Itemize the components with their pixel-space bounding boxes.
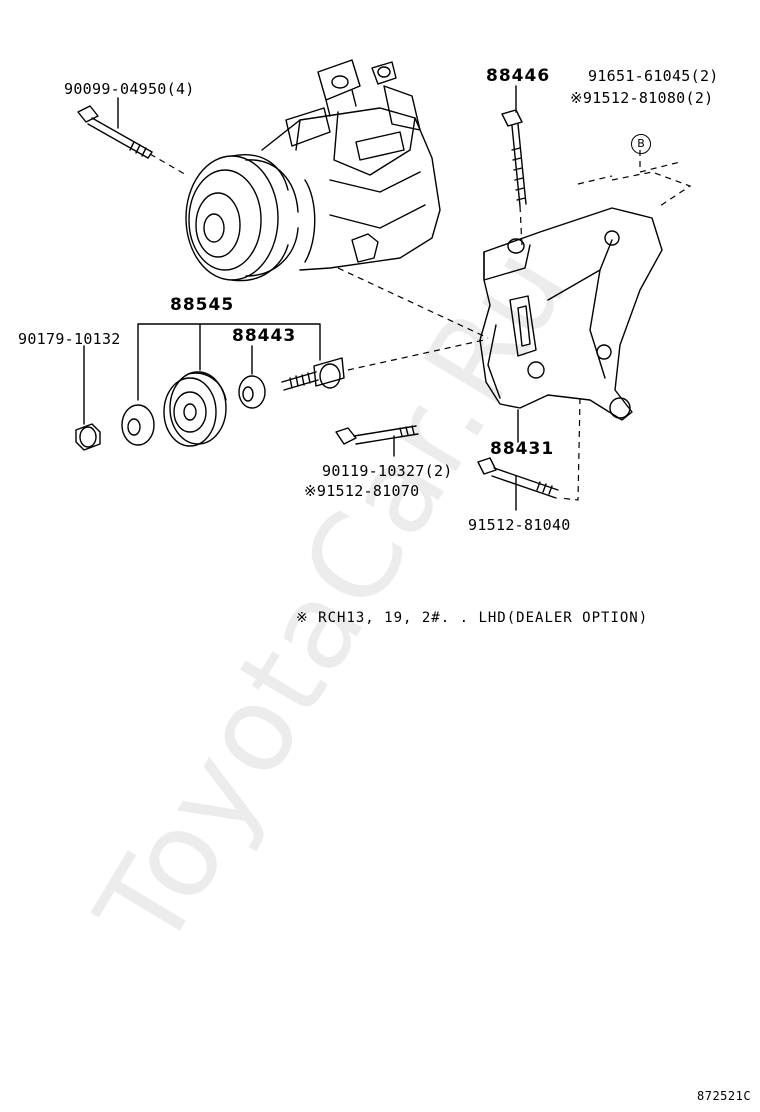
bolt-90099 [77,105,153,159]
label-91651-61045[interactable]: 91651-61045(2) [588,67,719,85]
label-88431[interactable]: 88431 [490,439,555,459]
compressor-drawing [185,59,441,282]
nut-90179 [75,423,101,451]
label-88446[interactable]: 88446 [486,66,551,86]
leader-lines [83,85,519,511]
label-91512-81080[interactable]: ※91512-81080(2) [570,89,714,107]
dealer-option-note: ※ RCH13, 19, 2#. . LHD(DEALER OPTION) [296,610,649,626]
bolt-90119 [335,425,419,445]
bracket-drawing [479,207,663,421]
label-90179-10132[interactable]: 90179-10132 [18,330,121,348]
label-91512-81070[interactable]: ※91512-81070 [304,482,420,500]
label-88443[interactable]: 88443 [232,326,297,346]
label-91512-81040[interactable]: 91512-81040 [468,516,571,534]
label-90119-10327[interactable]: 90119-10327(2) [322,462,453,480]
label-88545[interactable]: 88545 [170,295,235,315]
dashed-lines [149,150,692,501]
washer [121,404,155,446]
bolt-91512-81040 [477,457,559,499]
bolt-88446 [501,109,527,207]
collar-88443 [238,375,266,409]
label-90099-04950[interactable]: 90099-04950(4) [64,80,195,98]
reference-marker-b: B [631,134,651,154]
idler-pulley [163,371,227,447]
bolt-88443 [281,357,345,391]
diagram-code: 872521C [697,1089,752,1103]
